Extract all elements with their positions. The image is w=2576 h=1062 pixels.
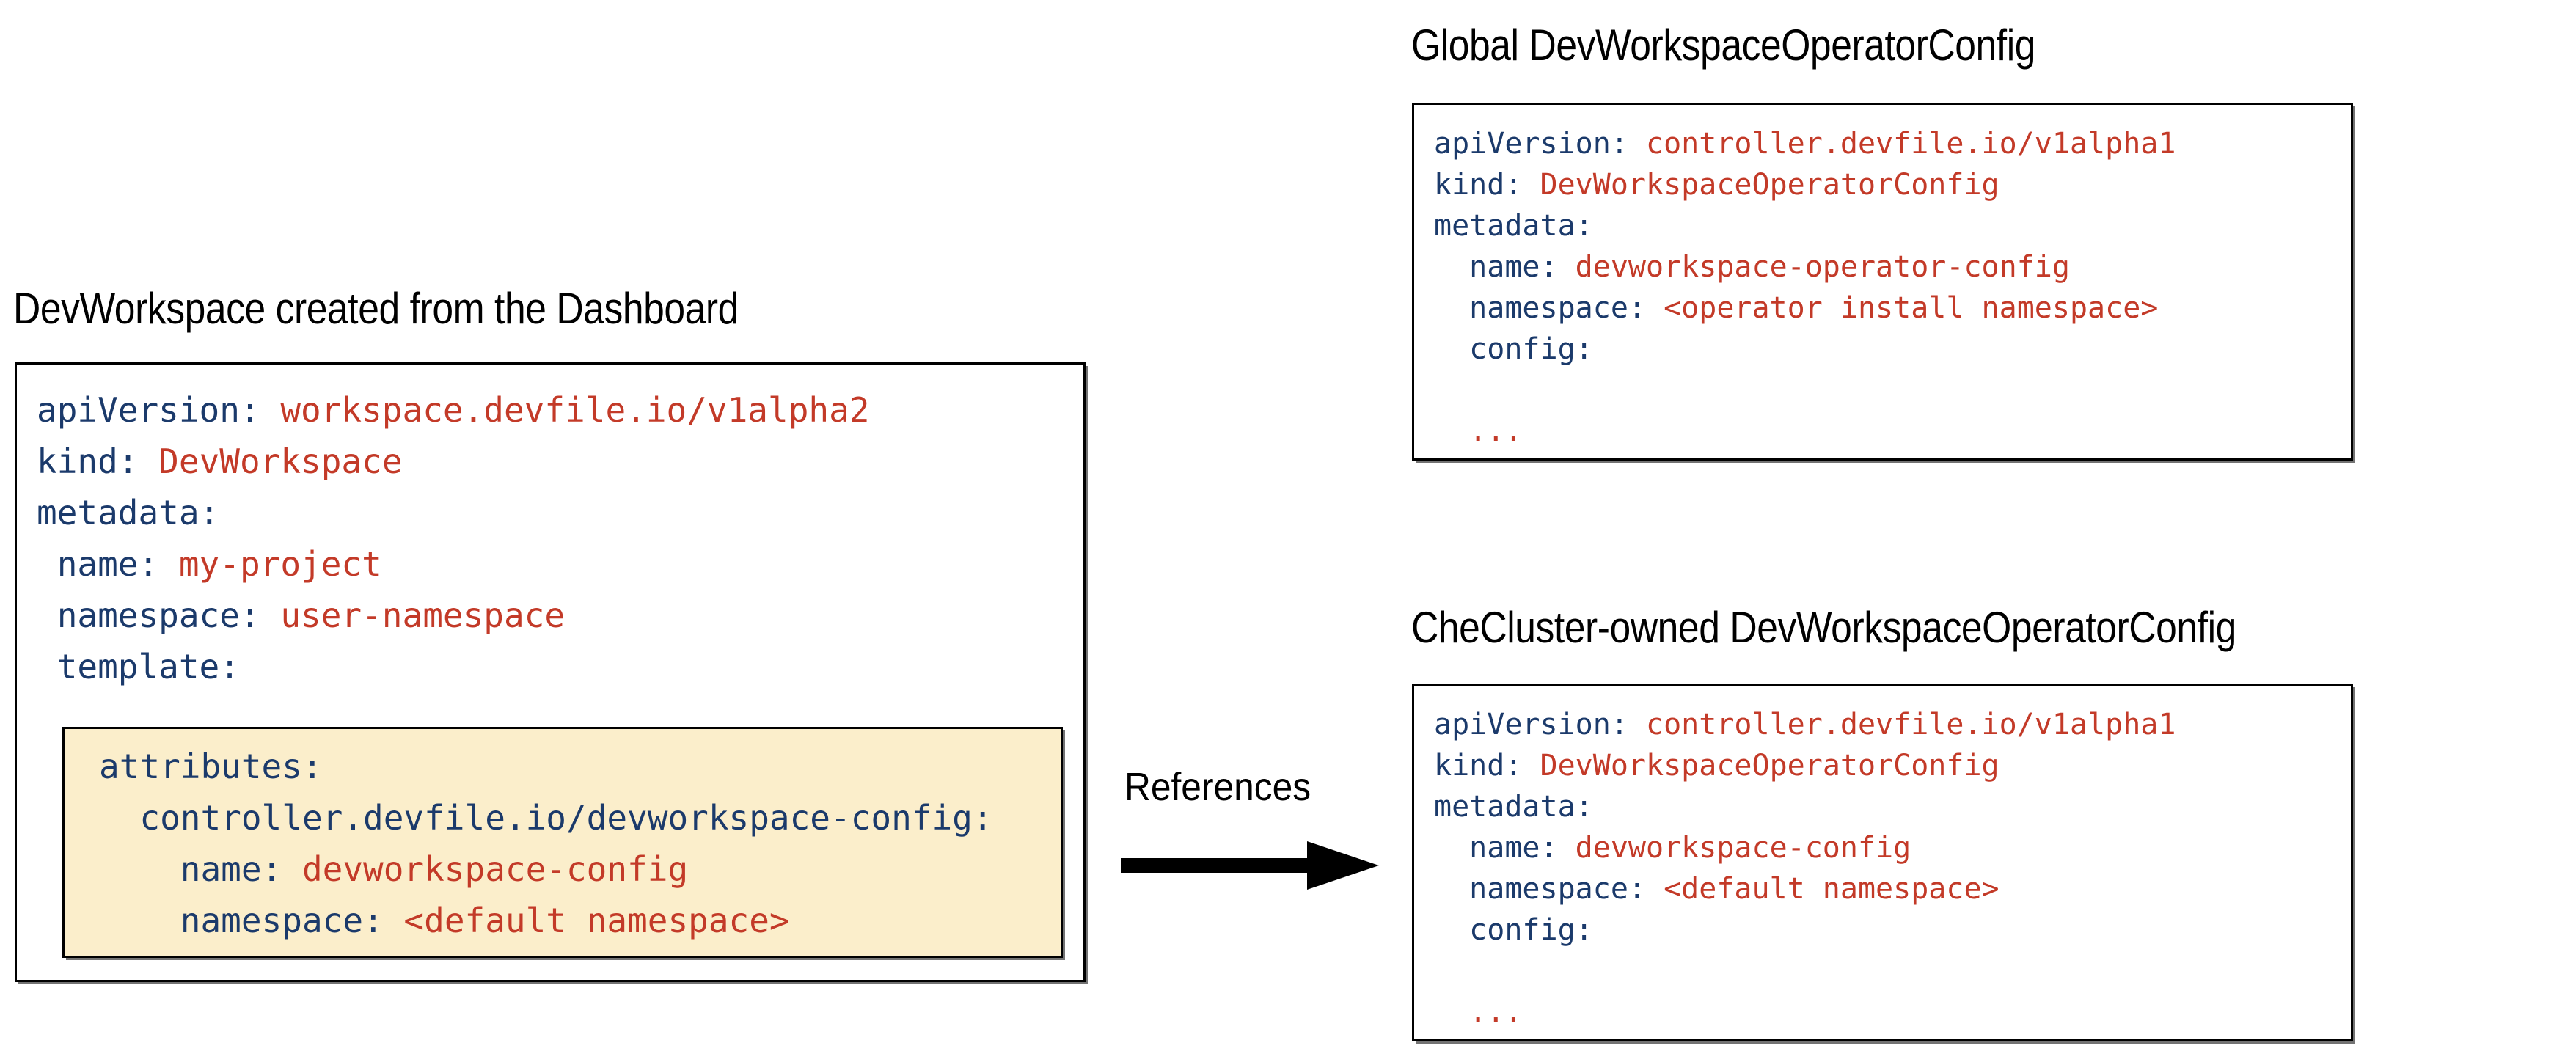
- devworkspace-config-attribute-highlight-box: [62, 727, 1063, 958]
- code-line: namespace: <default namespace>: [99, 895, 993, 946]
- code-line: kind: DevWorkspaceOperatorConfig: [1434, 745, 2176, 786]
- code-value: devworkspace-config: [1557, 831, 1911, 865]
- code-line: metadata:: [1434, 205, 2176, 246]
- code-line: name: devworkspace-operator-config: [1434, 246, 2176, 288]
- code-value: ...: [1469, 995, 1523, 1029]
- code-line: name: devworkspace-config: [1434, 827, 2176, 868]
- code-line: name: my-project: [37, 538, 869, 590]
- code-line: namespace: <default namespace>: [1434, 868, 2176, 909]
- code-line: config:: [1434, 329, 2176, 370]
- checluster-dwoc-yaml-box: [1412, 684, 2353, 1041]
- code-value: user-namespace: [260, 596, 566, 635]
- arrow-right-icon: [1121, 841, 1379, 890]
- code-key: name:: [37, 544, 159, 584]
- code-key: metadata:: [1434, 209, 1593, 243]
- code-value: devworkspace-config: [282, 849, 689, 889]
- global-dwoc-yaml-code: apiVersion: controller.devfile.io/v1alph…: [1434, 123, 2176, 452]
- code-line: [1434, 951, 2176, 992]
- checluster-dwoc-yaml-code: apiVersion: controller.devfile.io/v1alph…: [1434, 704, 2176, 1033]
- devworkspace-yaml-code: apiVersion: workspace.devfile.io/v1alpha…: [37, 384, 869, 692]
- code-key: namespace:: [37, 596, 260, 635]
- code-key: name:: [1434, 250, 1558, 284]
- code-value: controller.devfile.io/v1alpha1: [1628, 127, 2176, 161]
- code-key: namespace:: [99, 901, 384, 940]
- code-line: apiVersion: controller.devfile.io/v1alph…: [1434, 123, 2176, 164]
- code-line: ...: [1434, 411, 2176, 452]
- code-key: apiVersion:: [37, 390, 260, 430]
- code-line: apiVersion: controller.devfile.io/v1alph…: [1434, 704, 2176, 745]
- code-value: <default namespace>: [1645, 872, 1999, 906]
- code-key: config:: [1434, 913, 1593, 947]
- code-key: kind:: [37, 442, 139, 481]
- code-key: template:: [37, 647, 240, 686]
- code-value: ...: [1469, 414, 1523, 448]
- code-key: name:: [99, 849, 282, 889]
- devworkspace-config-attribute-code: attributes: controller.devfile.io/devwor…: [99, 741, 993, 946]
- code-line: [1434, 370, 2176, 411]
- code-line: attributes:: [99, 741, 993, 792]
- code-key: namespace:: [1434, 291, 1646, 325]
- code-line: apiVersion: workspace.devfile.io/v1alpha…: [37, 384, 869, 436]
- code-line: metadata:: [37, 487, 869, 538]
- code-value: workspace.devfile.io/v1alpha2: [260, 390, 870, 430]
- code-key: namespace:: [1434, 872, 1646, 906]
- code-line: namespace: <operator install namespace>: [1434, 288, 2176, 329]
- code-key: attributes:: [99, 747, 323, 786]
- global-panel-title: Global DevWorkspaceOperatorConfig: [1411, 21, 2035, 70]
- code-value: my-project: [158, 544, 382, 584]
- global-dwoc-yaml-box: [1412, 103, 2353, 461]
- references-label: References: [1124, 765, 1311, 809]
- code-key: name:: [1434, 831, 1558, 865]
- code-line: ...: [1434, 992, 2176, 1033]
- code-line: metadata:: [1434, 786, 2176, 827]
- code-key: kind:: [1434, 168, 1523, 202]
- code-value: DevWorkspace: [138, 442, 403, 481]
- code-key: [1434, 414, 1469, 448]
- left-panel-title: DevWorkspace created from the Dashboard: [13, 284, 739, 333]
- code-line: config:: [1434, 909, 2176, 951]
- code-line: template:: [37, 641, 869, 692]
- code-line: kind: DevWorkspaceOperatorConfig: [1434, 164, 2176, 205]
- code-key: kind:: [1434, 749, 1523, 783]
- code-value: controller.devfile.io/v1alpha1: [1628, 708, 2176, 741]
- code-line: controller.devfile.io/devworkspace-confi…: [99, 792, 993, 843]
- code-key: [1434, 995, 1469, 1029]
- code-key: metadata:: [37, 493, 220, 532]
- code-value: <operator install namespace>: [1645, 291, 2159, 325]
- code-value: devworkspace-operator-config: [1557, 250, 2070, 284]
- code-value: DevWorkspaceOperatorConfig: [1522, 749, 1999, 783]
- code-key: config:: [1434, 332, 1593, 366]
- code-value: <default namespace>: [383, 901, 790, 940]
- code-line: name: devworkspace-config: [99, 843, 993, 895]
- code-value: DevWorkspaceOperatorConfig: [1522, 168, 1999, 202]
- code-line: kind: DevWorkspace: [37, 436, 869, 487]
- code-line: namespace: user-namespace: [37, 590, 869, 641]
- code-key: metadata:: [1434, 790, 1593, 824]
- code-key: apiVersion:: [1434, 708, 1628, 741]
- code-key: apiVersion:: [1434, 127, 1628, 161]
- code-key: controller.devfile.io/devworkspace-confi…: [99, 798, 993, 838]
- checluster-panel-title: CheCluster-owned DevWorkspaceOperatorCon…: [1411, 603, 2236, 652]
